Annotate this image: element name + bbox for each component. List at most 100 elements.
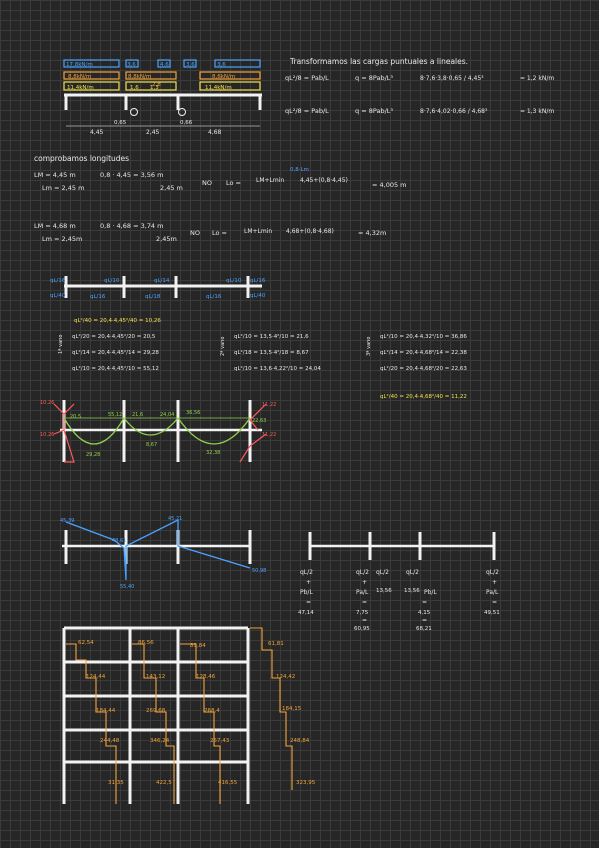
eq2-lhs: qL²/8 = Pab/L (285, 107, 329, 115)
moment-label: 20,5 (70, 414, 81, 420)
moment-label: 32,38 (206, 450, 220, 456)
frame-label: 89,84 (190, 643, 206, 649)
reactions: qL/2 + Pb/L = 47,14 qL/2 + Pa/L = 7,75 =… (298, 532, 500, 632)
load-block-8 (199, 71, 261, 80)
shear-diagram: 45,39 55,40 45,21 48,61 50,98 (60, 516, 266, 590)
reaction-term: Pa/L (486, 589, 499, 596)
case2-f1: LM+Lmin (244, 228, 272, 235)
shear-label: 48,61 (112, 538, 126, 544)
moment-label: 11,22 (262, 432, 276, 438)
load-block-5 (214, 59, 261, 68)
moment-diagram: 10,26 20,5 55,12 21,6 24,04 36,56 11,22 … (40, 400, 276, 463)
case2-res: = 4,32m (358, 229, 386, 237)
coef-label: qL/18 (145, 294, 161, 300)
case1-res: = 4,005 m (372, 181, 407, 189)
frame-label: 124,44 (86, 674, 106, 680)
shear-label: 50,98 (252, 568, 266, 574)
moment-label: 36,56 (186, 410, 200, 416)
span-moment (177, 417, 251, 445)
reaction-term: qL/2 (300, 569, 313, 576)
reaction-term: Pb/L (424, 589, 437, 596)
m2-side: 2ª vano (220, 337, 226, 356)
eq2-result: = 1,3 kN/m (520, 108, 554, 115)
load-label: 11,4kN/m (205, 85, 232, 91)
reaction-term: qL/2 (356, 569, 369, 576)
load-label: 11,4kN/m (67, 85, 94, 91)
case1-f3: 0,8·Lm (290, 167, 309, 173)
reaction-term: 60,95 (354, 626, 370, 632)
header-notes: Transformamos las cargas puntuales a lin… (285, 57, 554, 115)
load-label: 2,8 (152, 82, 161, 88)
coef-label: qL/10 (226, 278, 242, 284)
marker-b (178, 108, 186, 116)
frame-label: 416,55 (218, 780, 238, 786)
reaction-term: 13,56 (376, 588, 392, 594)
coef-label: qL/16 (206, 294, 222, 300)
reaction-term: = (362, 599, 367, 606)
coef-label: qL/10 (104, 278, 120, 284)
case1-l1: LM = 4,45 m (34, 171, 76, 179)
frame-label: 184,15 (282, 706, 302, 712)
axial-step (250, 627, 293, 790)
case1-lo: Lo = (226, 179, 241, 187)
shear-label: 45,39 (60, 518, 74, 524)
load-label: 1,6 (130, 85, 139, 91)
reaction-term: = (492, 599, 497, 606)
reaction-term: = (422, 617, 427, 624)
case1-l2b: 2,45 m (160, 184, 183, 192)
moment-label: 22,63 (252, 418, 266, 424)
span-label: 2,45 (146, 129, 160, 136)
m3-extra: qL²/40 = 20,4·4,68²/40 = 11,22 (380, 393, 467, 400)
coef-label: qL/14 (154, 278, 170, 284)
case2-cmp: NO (190, 229, 200, 237)
coef-label: qL/40 (250, 293, 266, 299)
moment-label: 21,6 (132, 412, 143, 418)
col-moment (239, 433, 267, 463)
frame-label: 143,12 (146, 674, 165, 680)
frame-label: 323,95 (296, 780, 316, 786)
eq1-lhs: qL²/8 = Pab/L (285, 74, 329, 82)
frame-label: 268,4 (204, 708, 220, 714)
m2-r1: qL²/10 = 13,5·4²/10 = 21,6 (234, 333, 309, 340)
reaction-term: 47,14 (298, 610, 314, 616)
frame-label: 244,48 (100, 738, 120, 744)
load-block-7 (125, 71, 177, 80)
marker-a (130, 108, 138, 116)
reaction-term: 13,56 (404, 588, 420, 594)
case2-l2b: 2,45m (156, 235, 177, 243)
load-label: 3,6 (127, 62, 136, 68)
m3-r3: qL²/20 = 20,4·4,68²/20 = 22,63 (380, 365, 467, 372)
axial-step (180, 643, 221, 804)
load-block-4 (183, 59, 197, 68)
load-block-6 (63, 71, 120, 80)
case1-f1: LM+Lmin (256, 177, 284, 184)
moment-label: 10,26 (40, 400, 54, 406)
reaction-term: qL/2 (486, 569, 499, 576)
axial-step (66, 643, 117, 804)
reaction-term: 7,75 (356, 610, 369, 616)
frame-label: 184,44 (96, 708, 116, 714)
span-moment (63, 417, 125, 445)
load-block-2 (125, 59, 139, 68)
reaction-term: = (362, 617, 367, 624)
load-block-1 (63, 59, 120, 68)
moment-label: 8,67 (146, 442, 157, 448)
eq2-rhs: q = 8Pab/L³ (355, 107, 393, 115)
frame-label: 128,46 (196, 674, 216, 680)
m2-r2: qL²/18 = 13,5·4²/18 = 8,67 (234, 349, 309, 356)
load-block-9 (63, 81, 120, 91)
eq1-rhs: q = 8Pab/L³ (355, 74, 393, 82)
frame-label: 31,35 (108, 780, 124, 786)
frame-label: 124,42 (276, 674, 295, 680)
case1-cmp: NO (202, 179, 212, 187)
reaction-term: + (362, 579, 367, 586)
moment-label: 10,26 (40, 432, 54, 438)
coef-label: qL/16 (50, 278, 66, 284)
axial-step (132, 643, 175, 804)
m3-side: 3ª vano (366, 337, 372, 356)
m3-r2: qL²/14 = 20,4·4,68²/14 = 22,38 (380, 349, 467, 356)
frame-label: 248,84 (290, 738, 310, 744)
load-label: 17,8kN/m (66, 62, 93, 68)
length-check: comprobamos longitudes LM = 4,45 m 0,8 ·… (34, 154, 407, 243)
